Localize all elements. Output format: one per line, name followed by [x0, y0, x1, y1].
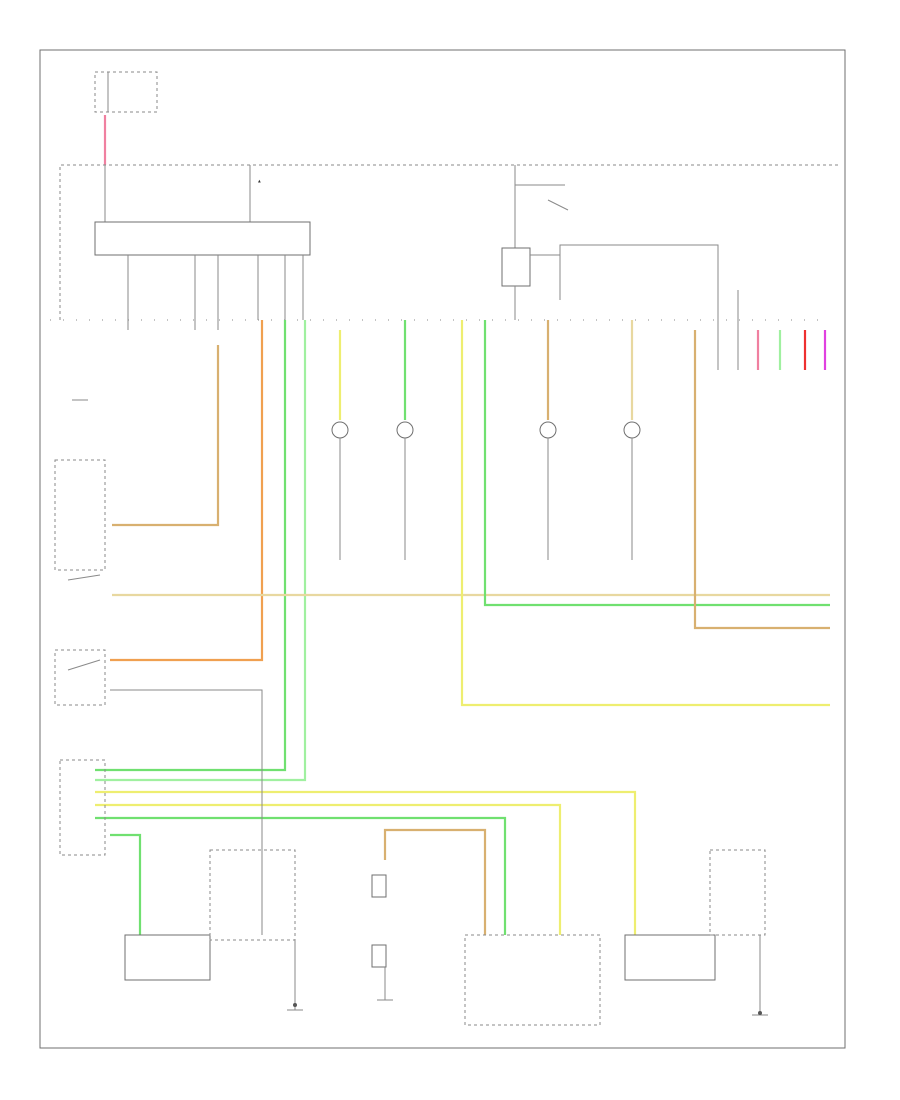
connector-2 [371, 874, 387, 898]
wire-green-2 [95, 320, 307, 782]
leveling-actuator-left [124, 934, 211, 981]
relay-block [94, 221, 311, 256]
svg-text:▲: ▲ [258, 179, 261, 183]
leveling-actuator-right [624, 934, 716, 981]
wire-green-right [483, 320, 830, 607]
wire-orange [110, 320, 264, 662]
connector-block-center [209, 849, 296, 941]
lamp-2 [396, 421, 414, 439]
connector-3 [371, 944, 387, 968]
lamp-1 [331, 421, 349, 439]
wire-green-1 [95, 320, 287, 772]
wire-tan-center [383, 828, 487, 935]
right-connector-cluster [717, 290, 827, 370]
connector-block-right [709, 849, 766, 936]
wire-yellow-long [460, 320, 830, 707]
wire-yellow-bottom [95, 790, 637, 935]
combination-switch [54, 459, 106, 571]
main-bus [59, 164, 840, 320]
fuse-box [94, 71, 158, 113]
headlamp-switch [514, 165, 569, 248]
relay-right [501, 247, 531, 287]
ground-symbols [72, 399, 768, 1016]
ground-5 [293, 1003, 297, 1007]
diagram-frame [39, 49, 846, 1049]
wire-green-bottom [95, 816, 507, 935]
lamp-group [331, 421, 641, 560]
wire-yellow-2 [95, 803, 562, 935]
wire-green-left [110, 833, 142, 935]
wire-tan-right [693, 330, 830, 630]
junction-connector [59, 759, 106, 856]
lamp-3 [539, 421, 557, 439]
control-module [464, 934, 601, 1026]
lamp-4 [623, 421, 641, 439]
colored-wires [95, 320, 830, 935]
bottom-components [124, 849, 766, 1026]
dimmer-switch [54, 649, 106, 706]
left-switch-blocks [54, 459, 106, 856]
relay-drops [127, 255, 304, 330]
wire-tan-1 [112, 345, 220, 527]
ground-6 [758, 1011, 762, 1015]
